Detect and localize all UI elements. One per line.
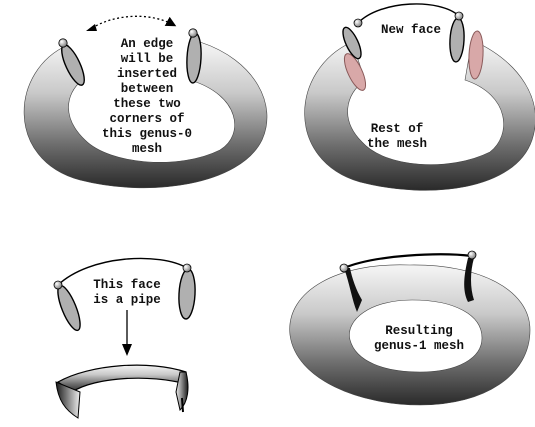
label-line: is a pipe [77,293,177,308]
label-line: corners of [92,112,202,127]
pipe-piece [58,365,186,392]
vertex-right [189,29,197,37]
pipe-disc-right [178,269,197,320]
label-pipe-face: This face is a pipe [77,278,177,308]
vertex-result-right [468,251,476,259]
label-line: Rest of [357,122,437,137]
vertex-pipe-right [183,264,191,272]
label-line: An edge [92,37,202,52]
label-line: This face [77,278,177,293]
label-line: this genus-0 [92,127,202,142]
pipe-stub-edge [182,398,183,412]
label-line: Resulting [364,324,474,339]
arrowhead-left [86,24,97,31]
vertex-new-left [354,19,362,27]
label-resulting-mesh: Resulting genus-1 mesh [364,324,474,354]
label-line: inserted [92,67,202,82]
vertex-left [59,39,67,47]
insert-edge-arrow [92,16,174,28]
vertex-result-left [340,264,348,272]
label-line: genus-1 mesh [364,339,474,354]
label-line: these two [92,97,202,112]
label-line: mesh [92,142,202,157]
label-new-face: New face [366,23,456,38]
label-rest-of-mesh: Rest of the mesh [357,122,437,152]
label-line: will be [92,52,202,67]
label-line: the mesh [357,137,437,152]
label-line: New face [366,23,456,38]
vertex-new-right [455,12,463,20]
down-arrowhead [122,344,132,356]
vertex-pipe-left [54,281,62,289]
label-line: between [92,82,202,97]
label-insert-edge: An edge will be inserted between these t… [92,37,202,157]
open-torus-2 [305,40,535,190]
new-edge [358,4,459,23]
